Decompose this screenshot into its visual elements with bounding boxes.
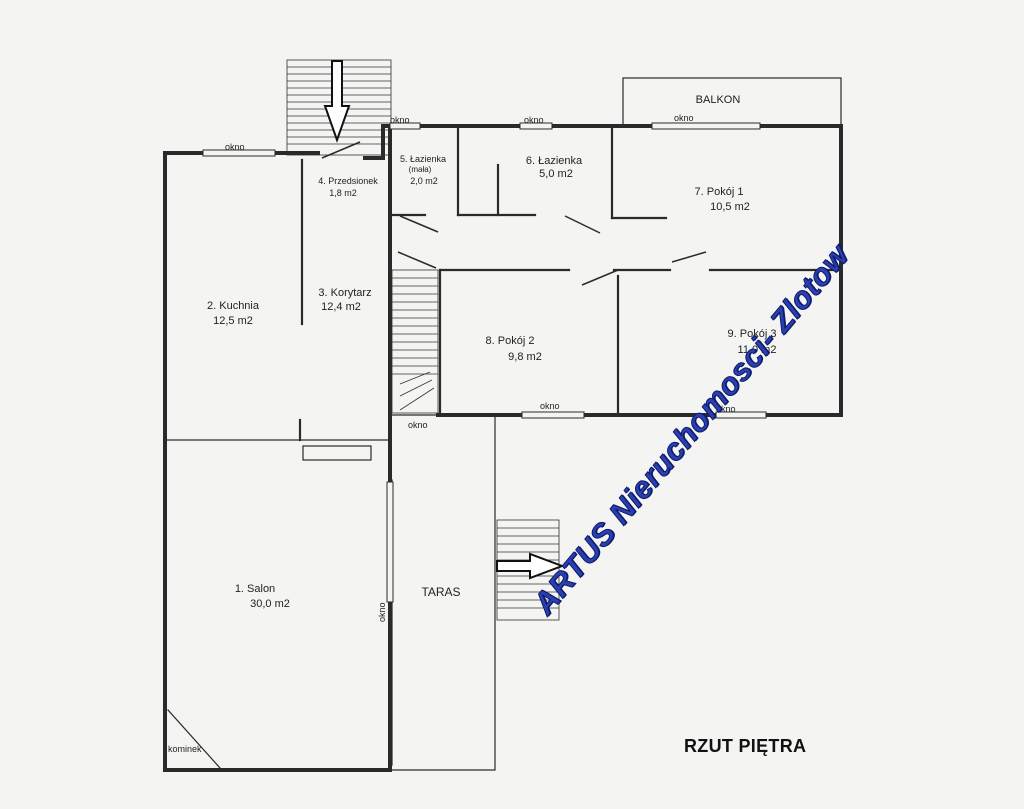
inner-stairs	[391, 269, 439, 414]
room-pokoj2-area: 9,8 m2	[508, 351, 542, 363]
balcony-label: BALKON	[695, 94, 741, 106]
window-label-lazienka-mala: okno	[390, 115, 410, 125]
terrace-outline	[389, 414, 496, 771]
room-lazienka-mala-name: 5. Łazienka	[399, 154, 447, 164]
fireplace-label: kominek	[168, 744, 202, 754]
room-lazienka-mala-sub: (mała)	[408, 165, 432, 174]
terrace-exit-arrow-right-icon	[496, 552, 565, 580]
room-pokoj1-area: 10,5 m2	[710, 201, 750, 213]
room-pokoj1-name: 7. Pokój 1	[694, 186, 744, 198]
room-przedsionek-name: 4. Przedsionek	[318, 176, 378, 186]
room-lazienka-name: 6. Łazienka	[525, 155, 583, 167]
entry-arrow-down-icon	[323, 60, 351, 144]
window-label-salon: okno	[377, 602, 387, 622]
window-label-kuchnia: okno	[225, 142, 245, 152]
window-label-pokoj3: okno	[716, 404, 736, 414]
plan-title: RZUT PIĘTRA	[684, 736, 807, 756]
room-salon-area: 30,0 m2	[250, 598, 290, 610]
room-pokoj2-name: 8. Pokój 2	[485, 335, 535, 347]
windows	[202, 122, 767, 603]
window-label-stairs: okno	[408, 420, 428, 430]
fireplace-corner	[167, 709, 221, 769]
room-korytarz-name: 3. Korytarz	[318, 287, 372, 299]
room-kuchnia-area: 12,5 m2	[213, 315, 253, 327]
room-lazienka-mala-area: 2,0 m2	[410, 176, 438, 186]
room-pokoj3-area: 11.0 m2	[737, 344, 777, 356]
outer-walls	[163, 124, 843, 772]
window-label-pokoj2: okno	[540, 401, 560, 411]
room-pokoj3-name: 9. Pokój 3	[727, 328, 777, 340]
room-lazienka-area: 5,0 m2	[539, 168, 573, 180]
terrace-label: TARAS	[421, 585, 461, 599]
window-label-lazienka: okno	[524, 115, 544, 125]
room-salon-name: 1. Salon	[234, 583, 276, 595]
room-korytarz-area: 12,4 m2	[321, 301, 361, 313]
window-label-pokoj1: okno	[674, 113, 694, 123]
room-kuchnia-name: 2. Kuchnia	[207, 300, 259, 312]
room-przedsionek-area: 1,8 m2	[329, 188, 357, 198]
